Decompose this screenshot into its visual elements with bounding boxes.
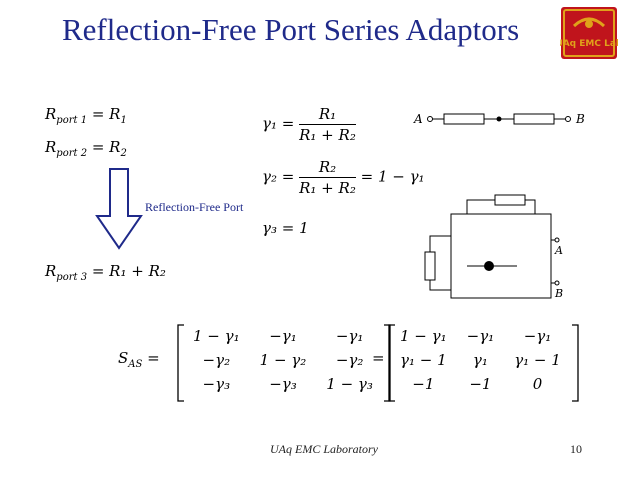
circuit-label-a: A xyxy=(413,112,423,126)
matrix-left-row: −γ₂ 1 − γ₂ −γ₂ xyxy=(183,348,383,372)
matrix-right-cell: −γ₁ xyxy=(466,327,495,345)
matrix-right: 1 − γ₁ −γ₁ −γ₁ γ₁ − 1 γ₁ γ₁ − 1 −1 −1 0 xyxy=(388,324,579,402)
matrix-right-cell: −1 xyxy=(412,375,435,393)
matrix-left-cell: 1 − γ₃ xyxy=(326,375,373,393)
matrix-equals: = xyxy=(372,349,385,367)
matrix-right-cell: 1 − γ₁ xyxy=(400,327,447,345)
box-label-a: A xyxy=(554,244,563,257)
adaptor-box-diagram: A B xyxy=(424,194,563,300)
rport1-equation: Rport 1 = R1 xyxy=(45,105,127,126)
slide-title: Reflection-Free Port Series Adaptors xyxy=(62,12,520,47)
circuit-label-b: B xyxy=(575,112,585,126)
matrix-left-cell: −γ₃ xyxy=(202,375,231,393)
matrix-left: 1 − γ₁ −γ₁ −γ₁ −γ₂ 1 − γ₂ −γ₂ −γ₃ −γ₃ 1 − γ₃ xyxy=(177,324,391,402)
page-number: 10 xyxy=(570,442,582,456)
matrix-left-cell: −γ₂ xyxy=(202,351,231,369)
matrix-right-cell: γ₁ − 1 xyxy=(514,351,561,369)
box-label-b: B xyxy=(554,287,563,300)
bracket-right-open xyxy=(388,324,395,402)
matrix-left-cell: −γ₁ xyxy=(335,327,364,345)
matrix-right-cell: γ₁ − 1 xyxy=(400,351,447,369)
series-circuit-diagram: A B xyxy=(413,112,585,126)
matrix-left-cell: 1 − γ₂ xyxy=(259,351,307,369)
matrix-right-cell: −1 xyxy=(469,375,492,393)
matrix-right-cell: −γ₁ xyxy=(523,327,552,345)
matrix-right-row: γ₁ − 1 γ₁ γ₁ − 1 xyxy=(390,348,571,372)
matrix-left-row: 1 − γ₁ −γ₁ −γ₁ xyxy=(183,324,383,348)
matrix-left-row: −γ₃ −γ₃ 1 − γ₃ xyxy=(183,372,383,396)
reflection-free-port-note: Reflection-Free Port xyxy=(145,200,244,214)
gamma3-equation: γ₃ = 1 xyxy=(262,219,309,237)
matrix-left-cell: −γ₂ xyxy=(335,351,364,369)
svg-text:UAq EMC Lab: UAq EMC Lab xyxy=(560,39,618,49)
rport3-equation: Rport 3 = R₁ + R₂ xyxy=(45,262,166,283)
rport2-equation: Rport 2 = R2 xyxy=(45,138,127,159)
matrix-left-table: 1 − γ₁ −γ₁ −γ₁ −γ₂ 1 − γ₂ −γ₂ −γ₃ −γ₃ 1 − γ₃ xyxy=(183,324,383,396)
uaq-emc-lab-logo: UAq EMC Lab xyxy=(560,7,618,59)
bracket-left-open xyxy=(177,324,184,402)
matrix-right-cell: 0 xyxy=(532,375,543,393)
matrix-left-cell: −γ₃ xyxy=(269,375,297,393)
sas-lhs: SAS = xyxy=(118,349,160,370)
down-arrow-icon xyxy=(95,168,143,250)
footer-lab-name: UAq EMC Laboratory xyxy=(270,442,378,456)
matrix-left-cell: 1 − γ₁ xyxy=(193,327,240,345)
matrix-right-row: 1 − γ₁ −γ₁ −γ₁ xyxy=(390,324,571,348)
bracket-left-close xyxy=(383,324,391,402)
matrix-right-table: 1 − γ₁ −γ₁ −γ₁ γ₁ − 1 γ₁ γ₁ − 1 −1 −1 0 xyxy=(390,324,571,396)
matrix-right-row: −1 −1 0 xyxy=(390,372,571,396)
matrix-left-cell: −γ₁ xyxy=(269,327,297,345)
bracket-right-close xyxy=(571,324,579,402)
matrix-right-cell: γ₁ xyxy=(472,351,488,369)
